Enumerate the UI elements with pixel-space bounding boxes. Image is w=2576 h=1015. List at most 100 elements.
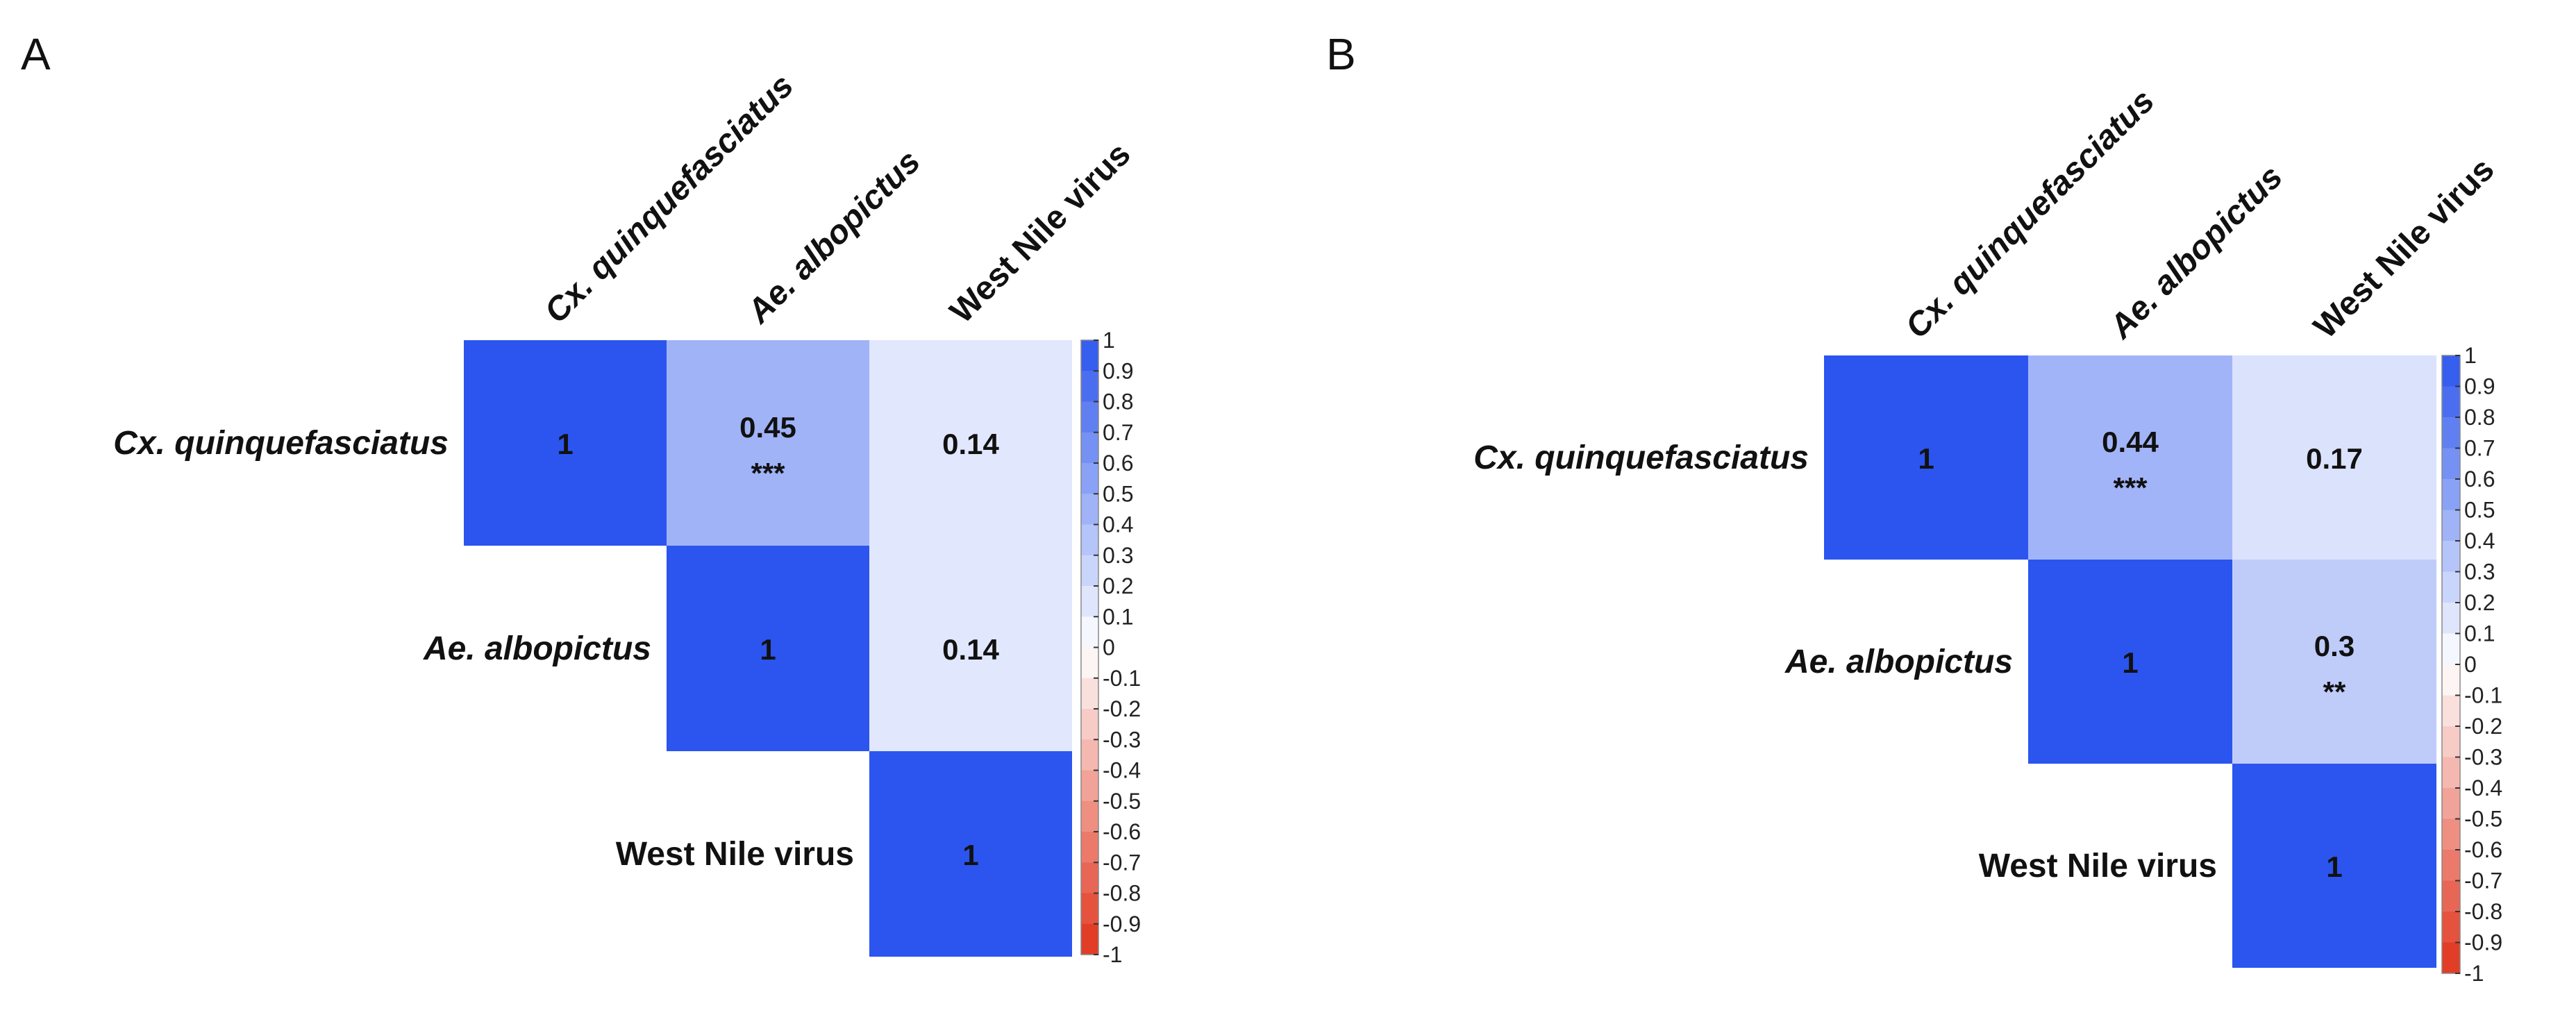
colorbar-tick-label: 0.3 (2464, 560, 2495, 585)
colorbar-tick-label: 0.2 (1103, 573, 1133, 598)
colorbar-segment (1081, 616, 1098, 648)
column-label: West Nile virus (2307, 151, 2501, 346)
row-label: Cx. quinquefasciatus (1473, 439, 1809, 476)
column-label: Ae. albopictus (2102, 158, 2290, 346)
colorbar-tick-label: -0.4 (2464, 775, 2502, 800)
colorbar-tick-label: 0 (2464, 652, 2477, 677)
colorbar-segment (2442, 417, 2460, 448)
colorbar-segment (2442, 571, 2460, 603)
cell-value: 1 (557, 428, 573, 460)
colorbar-tick-label: 0.1 (1103, 604, 1133, 629)
colorbar-segment (1081, 678, 1098, 710)
colorbar-segment (1081, 800, 1098, 832)
colorbar-segment (2442, 603, 2460, 634)
heatmap-cell (464, 340, 667, 546)
colorbar-tick-label: 0.1 (2464, 621, 2495, 646)
cell-value: 1 (1918, 442, 1934, 475)
colorbar-tick-label: 0.4 (2464, 528, 2495, 553)
cell-value: 1 (760, 633, 776, 666)
heatmap-cell (869, 546, 1072, 751)
row-label: Ae. albopictus (423, 630, 651, 667)
colorbar-segment (1081, 739, 1098, 771)
colorbar-segment (2442, 355, 2460, 387)
column-label: Ae. albopictus (740, 143, 928, 330)
colorbar-segment (1081, 432, 1098, 464)
cell-value: 1 (962, 839, 978, 871)
colorbar-segment (1081, 832, 1098, 863)
colorbar-segment (1081, 555, 1098, 587)
cell-value: 1 (2122, 646, 2138, 679)
colorbar-tick-label: 0.9 (2464, 374, 2495, 399)
colorbar-segment (1081, 401, 1098, 433)
colorbar-tick-label: -0.7 (1103, 850, 1141, 875)
colorbar-segment (2442, 788, 2460, 819)
row-label: Ae. albopictus (1784, 644, 2013, 680)
colorbar-tick-label: 0.6 (2464, 467, 2495, 492)
heatmap-cell (2028, 355, 2232, 560)
row-label: West Nile virus (1979, 848, 2217, 884)
colorbar-tick-label: -1 (2464, 961, 2484, 986)
colorbar-segment (2442, 819, 2460, 850)
colorbar-segment (2442, 448, 2460, 480)
colorbar-segment (2442, 664, 2460, 696)
colorbar-segment (1081, 770, 1098, 802)
colorbar-tick-label: -0.2 (1103, 696, 1141, 721)
colorbar-tick-label: 0.2 (2464, 590, 2495, 615)
colorbar-tick-label: -1 (1103, 942, 1122, 967)
colorbar-tick-label: 0.4 (1103, 512, 1133, 537)
cell-value: 0.3 (2314, 630, 2355, 662)
colorbar-segment (2442, 695, 2460, 727)
colorbar-tick-label: -0.8 (2464, 899, 2502, 924)
colorbar-segment (2442, 510, 2460, 542)
heatmap-cell (869, 340, 1072, 546)
colorbar-tick-label: 0.5 (2464, 498, 2495, 523)
row-label: Cx. quinquefasciatus (113, 425, 449, 462)
panel-label: B (1326, 29, 1356, 79)
colorbar-tick-label: 0.8 (1103, 389, 1133, 414)
colorbar-tick-label: 1 (2464, 343, 2477, 368)
significance-stars: *** (751, 457, 785, 489)
colorbar-segment (1081, 923, 1098, 955)
colorbar-segment (2442, 633, 2460, 665)
colorbar-tick-label: 1 (1103, 328, 1115, 353)
colorbar-segment (2442, 850, 2460, 881)
colorbar-segment (1081, 586, 1098, 617)
colorbar-segment (1081, 893, 1098, 925)
colorbar-segment (1081, 524, 1098, 556)
colorbar-segment (1081, 340, 1098, 371)
cell-value: 0.14 (942, 428, 999, 460)
colorbar-tick-label: 0.7 (1103, 420, 1133, 445)
heatmap-cell (869, 751, 1072, 957)
cell-value: 0.17 (2306, 442, 2363, 475)
colorbar-segment (2442, 386, 2460, 418)
colorbar-tick-label: -0.1 (1103, 666, 1141, 691)
colorbar-tick-label: 0.6 (1103, 451, 1133, 476)
colorbar-segment (2442, 726, 2460, 757)
colorbar-tick-label: 0.7 (2464, 436, 2495, 461)
heatmap-cell (2232, 764, 2436, 968)
colorbar-tick-label: 0.9 (1103, 358, 1133, 383)
cell-value: 0.45 (739, 411, 796, 444)
cell-value: 0.44 (2102, 426, 2159, 458)
column-label: West Nile virus (943, 136, 1137, 330)
colorbar-segment (1081, 862, 1098, 894)
colorbar-tick-label: -0.9 (1103, 912, 1141, 937)
colorbar-tick-label: -0.5 (2464, 807, 2502, 832)
colorbar-tick-label: -0.3 (1103, 727, 1141, 752)
significance-stars: ** (2323, 676, 2346, 708)
colorbar-segment (1081, 463, 1098, 494)
colorbar-segment (2442, 880, 2460, 912)
colorbar-segment (2442, 942, 2460, 974)
significance-stars: *** (2113, 471, 2148, 504)
colorbar-tick-label: 0 (1103, 635, 1115, 660)
colorbar-tick-label: 0.3 (1103, 543, 1133, 568)
heatmap-cell (2028, 560, 2232, 764)
colorbar-tick-label: -0.2 (2464, 714, 2502, 739)
colorbar-tick-label: -0.5 (1103, 789, 1141, 814)
colorbar-tick-label: -0.8 (1103, 881, 1141, 906)
panel-label: A (21, 29, 51, 79)
colorbar-segment (2442, 479, 2460, 510)
heatmap-cell (1824, 355, 2028, 560)
